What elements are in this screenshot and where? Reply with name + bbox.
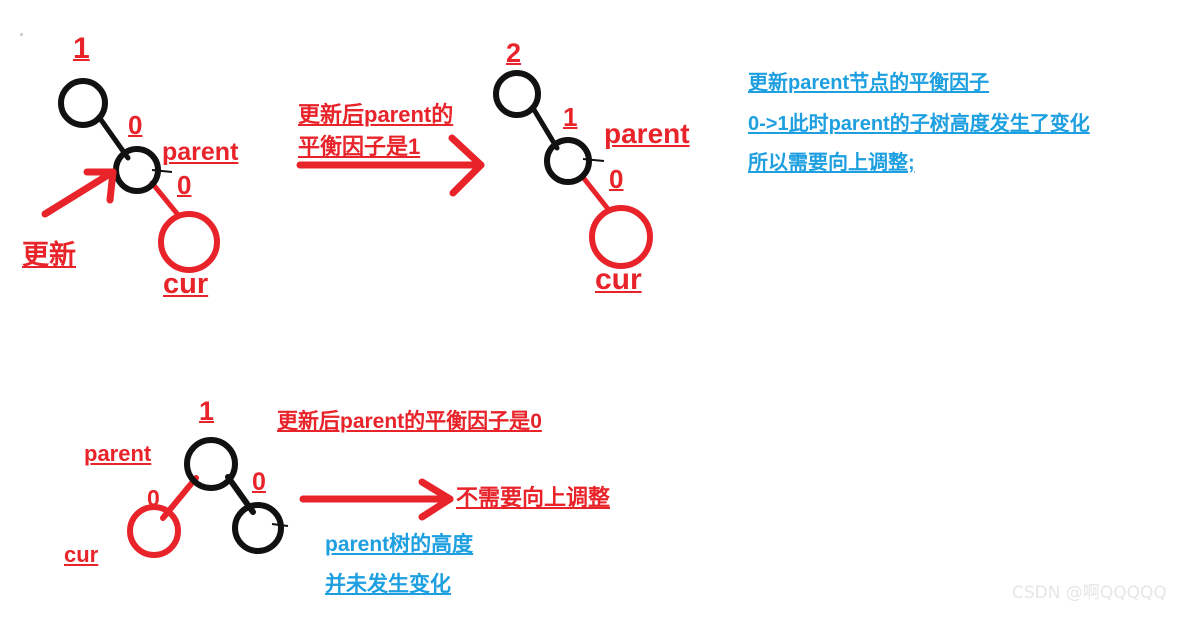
balance-factor-parent-right: 1 bbox=[563, 102, 578, 132]
balance-factor-grand-left: 1 bbox=[73, 32, 90, 65]
tick-parent-left bbox=[151, 169, 173, 173]
tick-parent-right bbox=[582, 158, 605, 162]
balance-factor-cur-right: 0 bbox=[609, 164, 624, 194]
node-parent-left bbox=[113, 146, 161, 194]
node-grand-right bbox=[493, 70, 541, 118]
label-parent-right: parent bbox=[604, 118, 690, 149]
edge-grand-parent-right bbox=[530, 105, 560, 151]
upward-adjust-note-line-1: 更新parent节点的平衡因子 bbox=[748, 72, 990, 94]
update-pointer-arrow bbox=[41, 168, 117, 218]
node-grand-left bbox=[58, 78, 108, 128]
label-cur-left: cur bbox=[163, 268, 209, 300]
transition-text-line2: 平衡因子是1 bbox=[298, 134, 421, 159]
node-cur-bottom bbox=[127, 504, 181, 558]
noise-speck bbox=[20, 33, 23, 36]
no-adjust-headline: 更新后parent的平衡因子是0 bbox=[277, 410, 542, 435]
node-parent-bottom bbox=[184, 437, 238, 491]
node-cur-left bbox=[158, 211, 220, 273]
upward-adjust-note-line-2: 0->1此时parent的子树高度发生了变化 bbox=[748, 113, 1090, 135]
transition-text-line1: 更新后parent的 bbox=[298, 102, 454, 127]
edge-parent-cur-left bbox=[149, 180, 182, 219]
balance-factor-cur-left: 0 bbox=[177, 170, 192, 200]
tick-right-bottom bbox=[271, 523, 289, 527]
no-adjust-headline-text: 更新后parent的平衡因子是 bbox=[277, 410, 531, 433]
balance-factor-parent-bottom: 1 bbox=[199, 396, 215, 426]
no-adjust-blue-line1: parent树的高度 bbox=[325, 533, 474, 556]
no-adjust-blue-line2: 并未发生变化 bbox=[325, 573, 451, 596]
edge-parent-right-bottom bbox=[225, 474, 256, 515]
node-right-bottom bbox=[232, 502, 284, 554]
upward-adjust-note-line-3: 所以需要向上调整; bbox=[748, 152, 915, 174]
edge-grand-parent-left bbox=[96, 114, 131, 161]
balance-factor-cur-bottom: 0 bbox=[147, 485, 160, 511]
edge-parent-cur-right bbox=[579, 173, 611, 212]
edge-parent-cur-bottom bbox=[160, 475, 199, 521]
update-pointer-label: 更新 bbox=[22, 240, 76, 270]
label-cur-bottom: cur bbox=[64, 542, 99, 567]
balance-factor-right-bottom: 0 bbox=[252, 468, 266, 496]
no-adjust-headline-value: 0 bbox=[530, 410, 542, 433]
node-parent-right bbox=[544, 137, 592, 185]
no-adjust-result: 不需要向上调整 bbox=[456, 485, 611, 510]
label-parent-left: parent bbox=[162, 138, 239, 166]
csdn-watermark: CSDN @啊QQQQQ bbox=[1012, 583, 1167, 603]
balance-factor-grand-right: 2 bbox=[506, 38, 522, 68]
label-parent-bottom: parent bbox=[84, 441, 152, 466]
label-cur-right: cur bbox=[595, 263, 642, 296]
result-arrow-bottom bbox=[299, 478, 454, 521]
balance-factor-parent-left: 0 bbox=[128, 110, 143, 140]
node-cur-right bbox=[589, 205, 653, 269]
